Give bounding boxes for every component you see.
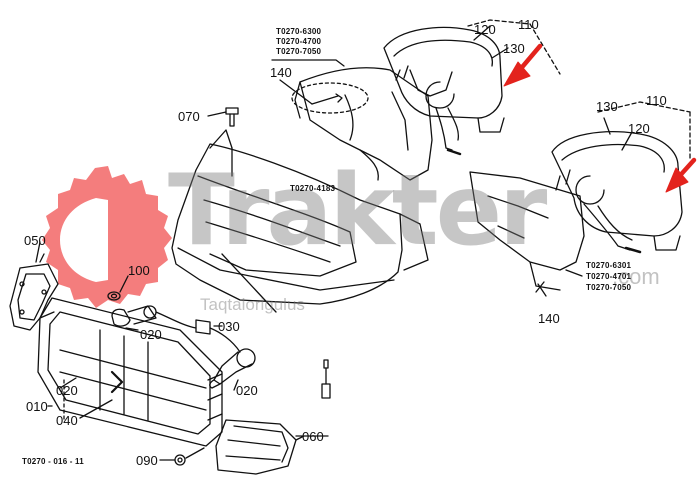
model-code-top-1: T0270-6300 — [276, 27, 322, 36]
leader-130-top — [491, 47, 509, 59]
label-140-top: 140 — [270, 65, 292, 80]
bulb-020-upper — [111, 305, 157, 327]
leader-020-group — [59, 377, 77, 389]
nut-090 — [159, 447, 205, 466]
leader-040 — [79, 399, 113, 419]
label-020-group: 020 — [56, 383, 78, 398]
label-050: 050 — [24, 233, 46, 248]
socket-wire-030 — [155, 311, 241, 353]
leader-020-lower — [233, 379, 239, 391]
center-code: T0270-4183 — [290, 184, 336, 193]
bolt-lower-center — [321, 359, 331, 399]
label-140-right: 140 — [538, 311, 560, 326]
model-code-top-3: T0270-7050 — [276, 47, 322, 56]
pointer-arrow-icon — [503, 43, 543, 87]
leader-020-upper — [125, 327, 139, 331]
label-070: 070 — [178, 109, 200, 124]
grommet-100 — [107, 275, 129, 301]
label-100: 100 — [128, 263, 150, 278]
leader-codes-right — [565, 269, 583, 277]
label-120-right: 120 — [628, 121, 650, 136]
model-code-right-3: T0270-7050 — [586, 283, 632, 292]
label-040: 040 — [56, 413, 78, 428]
leader-120-top — [473, 25, 491, 41]
label-130-top: 130 — [503, 41, 525, 56]
model-code-right-1: T0270-6301 — [586, 261, 632, 270]
label-110-top: 110 — [518, 17, 539, 32]
watermark-domain: .com — [612, 264, 660, 289]
work-lamp-top — [383, 26, 505, 156]
label-120-top: 120 — [474, 22, 496, 37]
bolt-140-right — [535, 281, 547, 297]
watermark-brand: Trakter — [168, 154, 547, 268]
leader-center-code — [221, 253, 277, 313]
bolt-070 — [207, 107, 239, 127]
gear-logo-icon — [42, 166, 172, 308]
label-090: 090 — [136, 453, 158, 468]
pointer-arrow-icon — [665, 157, 697, 193]
leader-110-right — [597, 101, 691, 113]
label-020-lower: 020 — [236, 383, 258, 398]
fender-panel-right — [469, 171, 585, 291]
bolt-highlight-top — [291, 82, 369, 114]
leader-group-top — [529, 23, 561, 75]
leader-050 — [39, 253, 45, 263]
leader-130-right — [603, 117, 611, 135]
label-110-right: 110 — [646, 93, 667, 108]
lamp-cover-060 — [215, 419, 329, 475]
leader-codes-top — [271, 59, 345, 67]
model-code-top-2: T0270-4700 — [276, 37, 322, 46]
label-130-right: 130 — [596, 99, 618, 114]
label-030: 030 — [218, 319, 240, 334]
leader-110-top — [467, 19, 531, 27]
label-020-upper: 020 — [140, 327, 162, 342]
hood-panel — [294, 67, 433, 181]
watermark-tagline: Taqtalorigulus — [200, 295, 305, 314]
label-060: 060 — [302, 429, 324, 444]
leader-140-top — [279, 79, 313, 105]
label-010: 010 — [26, 399, 48, 414]
front-nose-panel — [171, 129, 429, 305]
leader-120-right — [621, 131, 633, 151]
bulb-020-lower — [209, 348, 256, 389]
bolt-140-top — [311, 93, 343, 105]
work-lamp-right — [551, 131, 683, 254]
model-code-right-2: T0270-4701 — [586, 272, 632, 281]
doc-code: T0270 - 016 - 11 — [22, 457, 84, 466]
